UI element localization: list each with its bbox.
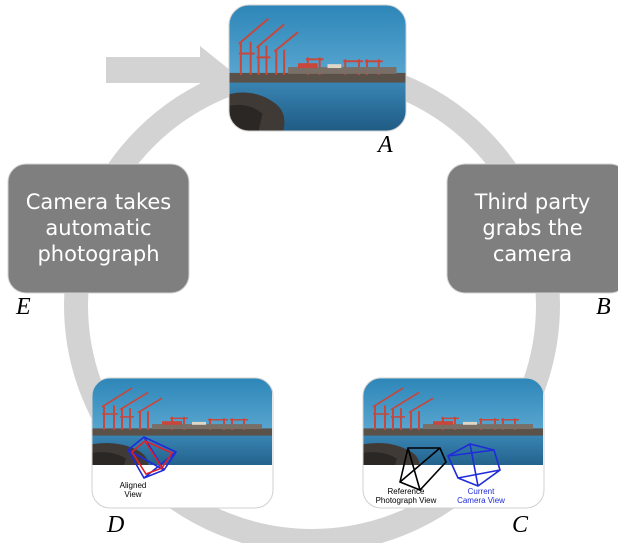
step-b-letter: B <box>596 294 611 320</box>
step-a-photo <box>229 5 406 131</box>
reference-view-label: Reference Photograph View <box>368 487 444 505</box>
current-label-line-2: Camera View <box>457 496 505 505</box>
step-e-line-1: Camera takes <box>25 190 172 214</box>
right-arrow-icon <box>106 46 230 94</box>
step-b-box <box>446 163 618 294</box>
step-b-text: Third party grabs the camera <box>447 189 618 267</box>
aligned-view-label: Aligned View <box>108 481 158 499</box>
reference-label-line-2: Photograph View <box>375 496 437 505</box>
step-c-letter: C <box>512 512 529 538</box>
aligned-label-line-2: View <box>124 490 142 499</box>
step-e-text: Camera takes automatic photograph <box>8 189 189 267</box>
aligned-frustum-icon <box>126 436 178 480</box>
step-e-line-2: automatic <box>45 216 152 240</box>
step-b-line-2: grabs the <box>482 216 583 240</box>
current-label-line-1: Current <box>467 487 495 496</box>
reference-label-line-1: Reference <box>387 487 425 496</box>
step-b-line-3: camera <box>492 242 573 266</box>
step-e-box <box>7 163 190 294</box>
reference-frustum-icon <box>399 447 447 491</box>
current-view-label: Current Camera View <box>450 487 512 505</box>
step-e-letter: E <box>16 294 31 320</box>
aligned-label-line-1: Aligned <box>119 481 147 490</box>
current-frustum-icon <box>446 443 501 487</box>
step-e-line-3: photograph <box>37 242 160 266</box>
step-d-letter: D <box>107 512 125 538</box>
step-b-line-1: Third party <box>474 190 591 214</box>
step-c-photo <box>363 378 544 508</box>
step-d-photo <box>92 378 273 508</box>
step-a-letter: A <box>378 132 393 158</box>
